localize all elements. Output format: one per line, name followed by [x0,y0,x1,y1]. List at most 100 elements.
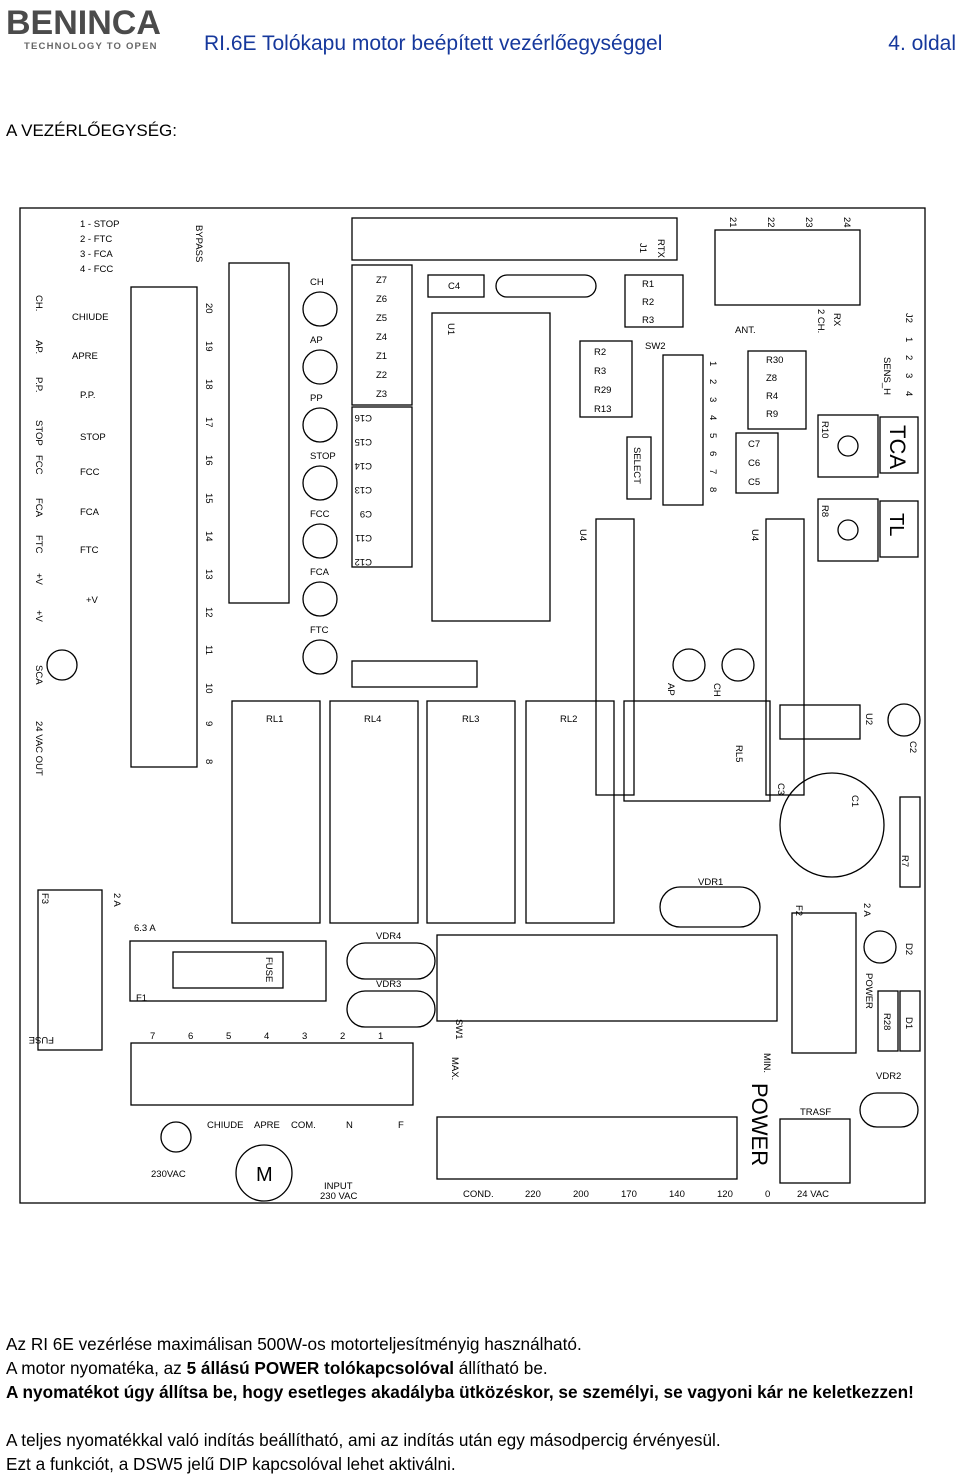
rl5-label: RL5 [733,745,744,762]
left-label: FTC [33,535,44,554]
status-led [302,523,338,559]
transformer-voltage: 140 [669,1189,685,1200]
lamp-voltage-label: 230VAC [151,1169,186,1180]
section-title: A VEZÉRLŐEGYSÉG: [6,121,178,140]
input-label: INPUT [324,1181,353,1192]
capacitor-label: C13 [355,484,372,495]
f2-label: F2 [793,905,804,916]
capacitor-label: C12 [355,556,372,567]
power-label: POWER [747,1083,772,1166]
sw2-number: 6 [707,451,718,456]
terminal-number: 13 [203,569,214,580]
sw2-number: 2 [707,379,718,384]
rx-label: RX [831,313,842,327]
d1-label: D1 [903,1017,914,1029]
sw2-number: 3 [707,397,718,402]
resistor-label: R1 [642,279,654,290]
resistor-label: Z8 [766,373,777,384]
paragraph-full-torque-start: A teljes nyomatékkal való indítás beállí… [6,1430,721,1450]
sens-label: SENS_H [881,357,892,395]
dip-label: 1 - STOP [80,219,119,230]
status-led [302,349,338,385]
led-label: FCA [310,567,330,578]
status-led [302,291,338,327]
left-label: FCC [33,455,44,475]
page-number: 4. oldal [888,32,956,55]
select-label: SELECT [631,447,642,484]
zener-label: Z7 [376,275,387,286]
d2-label: D2 [903,943,914,955]
bottom-terminal-number: 7 [150,1031,155,1042]
relay-label: RL3 [462,714,479,725]
jumper-number: 4 [903,391,914,396]
ch2-label: 2 CH. [815,309,826,333]
fuse-label: FUSE [263,957,274,982]
zener-label: Z3 [376,389,387,400]
capacitor-label: C16 [355,412,372,423]
bypass-label: BYPASS [193,225,204,262]
led-ch-label: CH [711,683,722,697]
zener-label: Z6 [376,294,387,305]
status-led [302,465,338,501]
vdr4-label: VDR4 [376,931,401,942]
capacitor-label: C11 [355,532,372,543]
motor-label: M [256,1164,273,1186]
zener-label: Z5 [376,313,387,324]
bottom-terminal-label: APRE [254,1120,280,1131]
transformer-voltage: 0 [765,1189,770,1200]
terminal-number: 9 [203,721,214,726]
left-label: STOP [33,420,44,446]
terminal-number: 10 [203,683,214,694]
u4-label: U4 [749,529,760,541]
left-label: FCA [33,498,44,518]
dip-label: 3 - FCA [80,249,113,260]
zener-label: Z2 [376,370,387,381]
u4-label: U4 [577,529,588,541]
vdr1-label: VDR1 [698,877,723,888]
terminal-number: 11 [203,645,214,655]
tl-label: TL [885,513,907,536]
f2-rating: 2 A [861,903,872,917]
sw2-number: 5 [707,433,718,438]
vdr3-label: VDR3 [376,979,401,990]
c1-label: C1 [849,795,860,807]
contact-label: CHIUDE [72,312,108,323]
transformer-voltage: 120 [717,1189,733,1200]
paragraph-power-limit: Az RI 6E vezérlése maximálisan 500W-os m… [6,1334,582,1354]
terminal-number: 12 [203,607,214,618]
logo-tagline: TECHNOLOGY TO OPEN [24,41,158,52]
resistor-label: R13 [594,404,611,415]
transformer-voltage: 220 [525,1189,541,1200]
left-label: +V [33,573,44,586]
resistor-label: R30 [766,355,783,366]
top-terminal-number: 22 [765,217,776,228]
max-label: MAX. [449,1057,460,1080]
led-ap-label: AP [665,683,676,696]
resistor-label: R3 [594,366,606,377]
led-label: PP [310,393,323,404]
top-terminal-number: 23 [803,217,814,228]
j1-label: J1 [637,243,648,253]
led-label: STOP [310,451,336,462]
contact-label: STOP [80,432,106,443]
sw1-label: SW1 [453,1019,464,1040]
dip-label: 2 - FTC [80,234,112,245]
contact-label: APRE [72,351,98,362]
status-led [302,581,338,617]
left-label: CH. [33,295,44,311]
left-label: P.P. [33,377,44,393]
sw2-number: 1 [707,361,718,366]
c4-label: C4 [448,281,460,292]
bottom-terminal-number: 3 [302,1031,307,1042]
cond-label: COND. [463,1189,494,1200]
top-terminal-number: 21 [727,217,738,228]
resistor-label: R4 [766,391,778,402]
terminal-number: 16 [203,455,214,466]
min-label: MIN. [761,1053,772,1073]
f3-rating: 2 A [111,893,122,907]
jumper-number: 3 [903,373,914,378]
fuse-label: FUSE [29,1034,54,1045]
f3-label: F3 [39,893,50,904]
power-small-label: POWER [863,973,874,1009]
zener-label: Z4 [376,332,387,343]
